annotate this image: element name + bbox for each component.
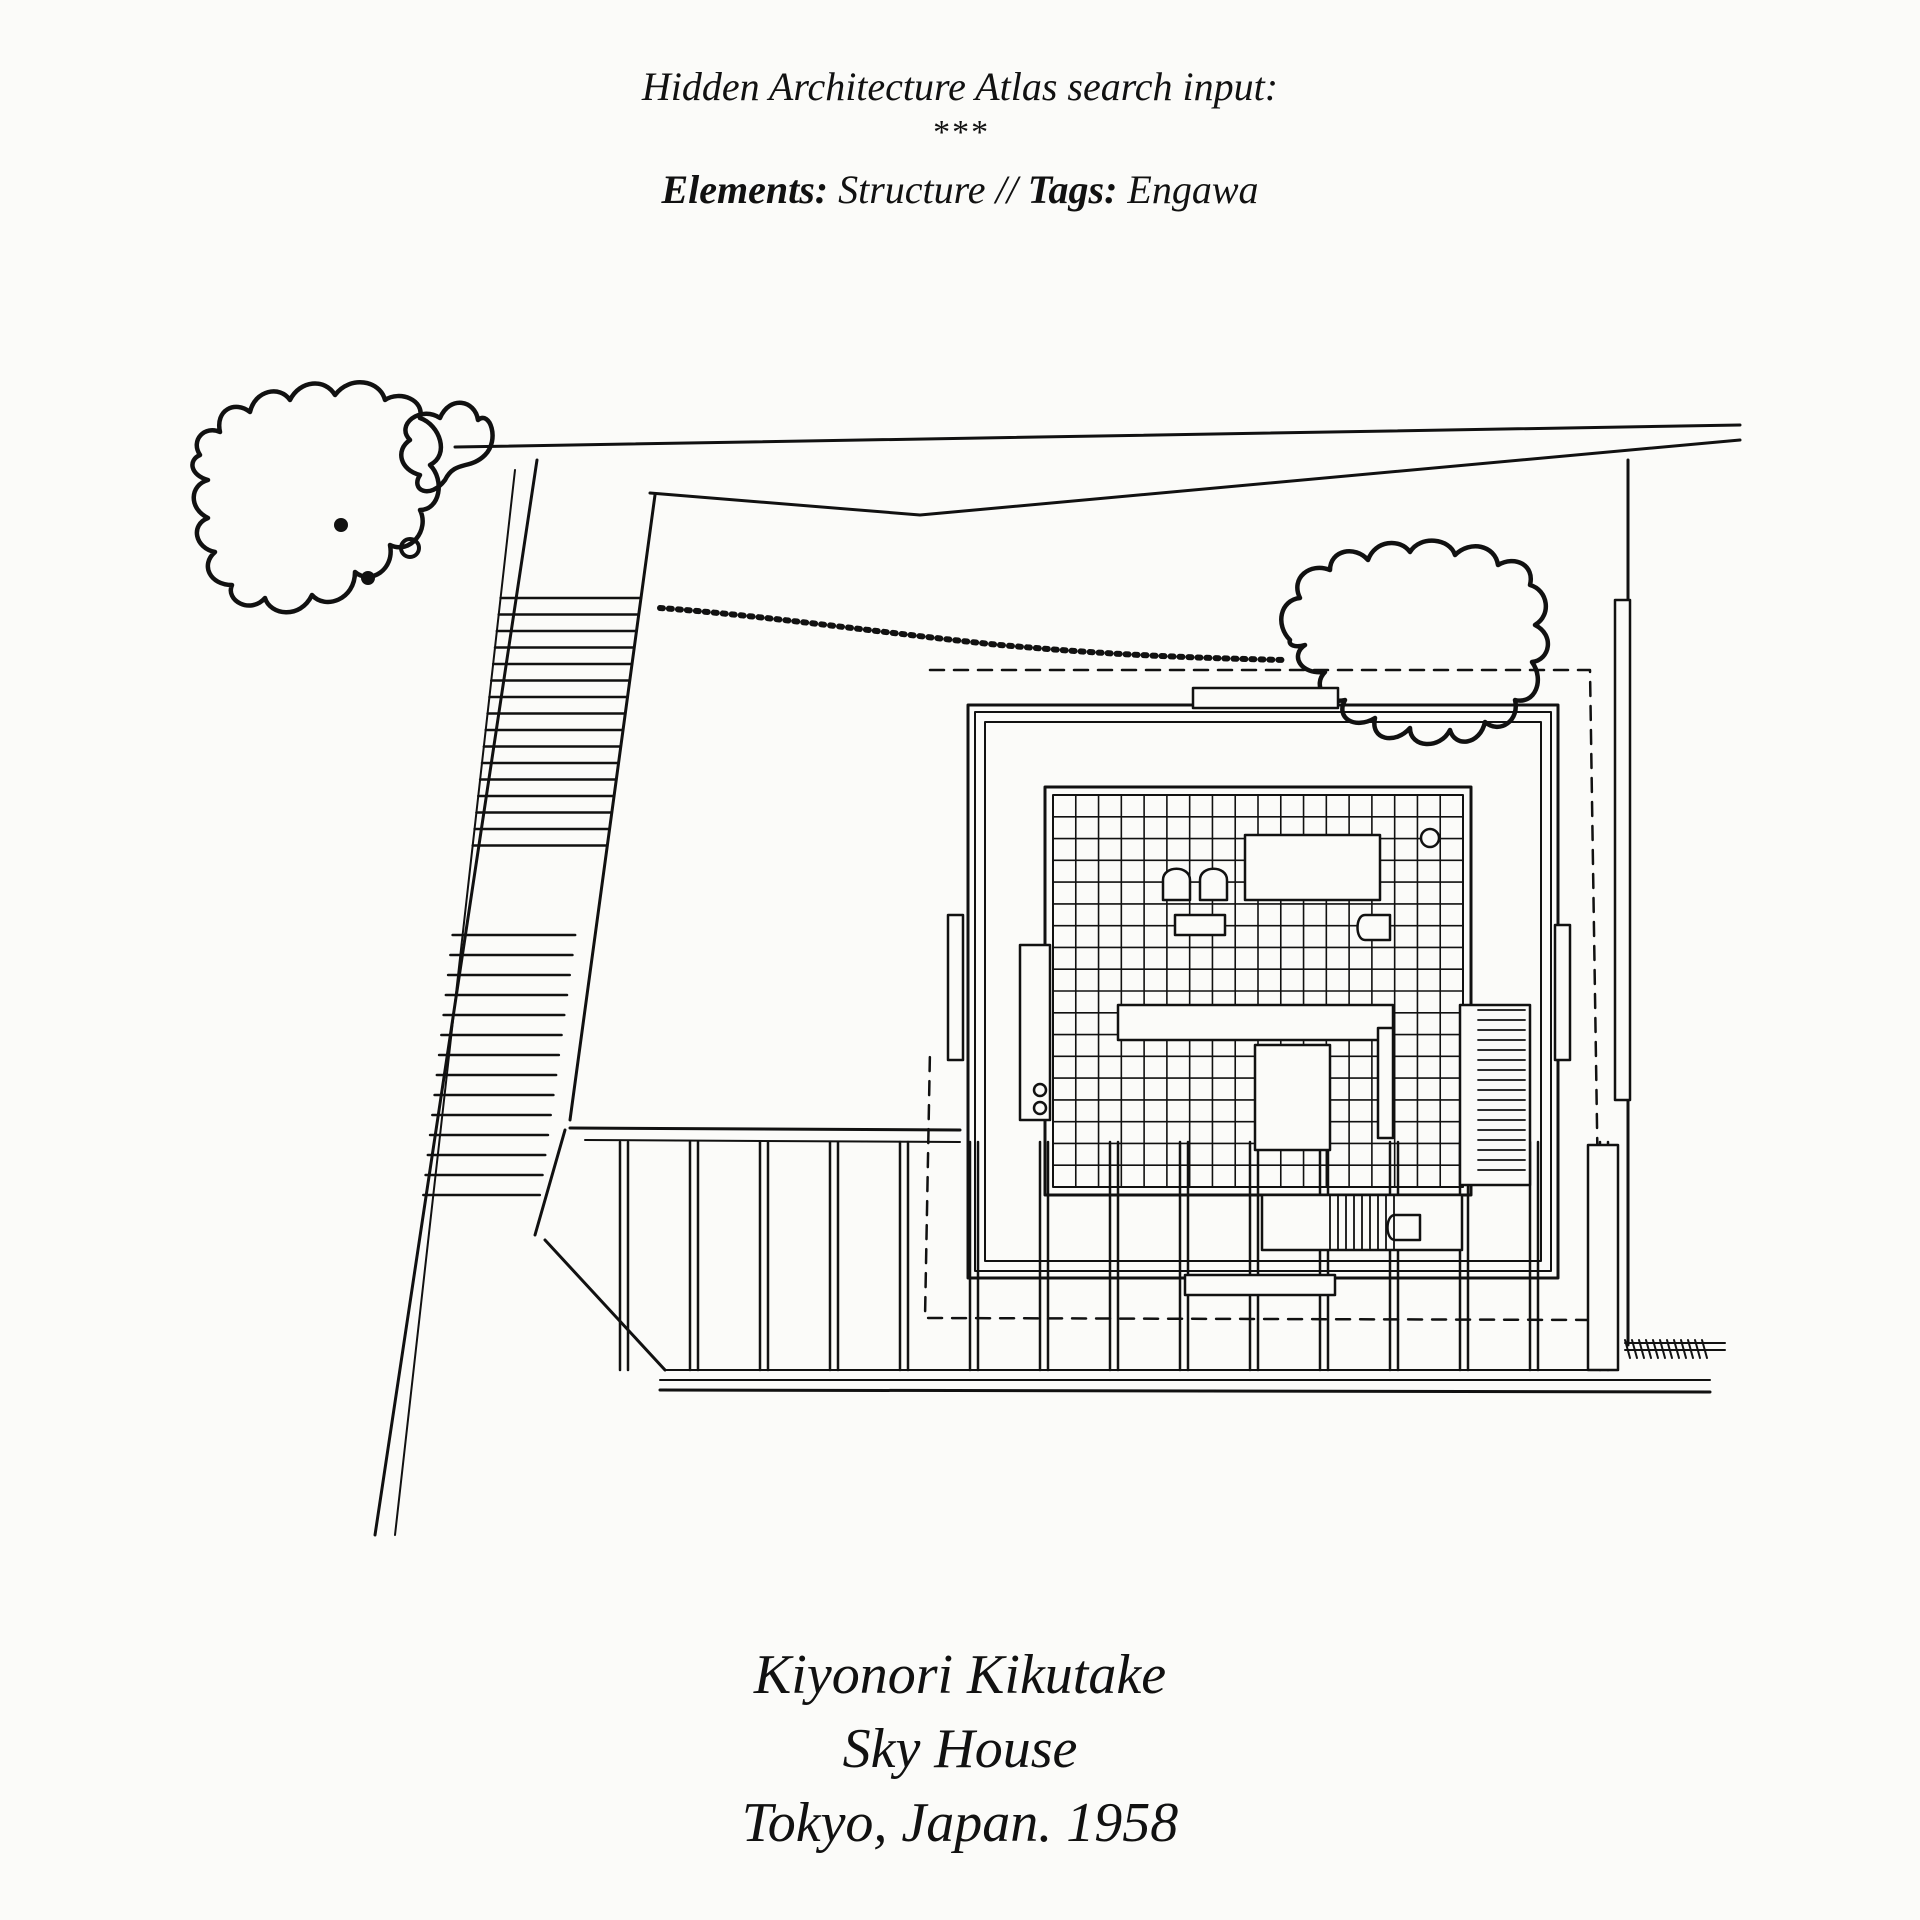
divider: // — [995, 166, 1018, 212]
tree-right — [1279, 538, 1551, 747]
tags-value: Engawa — [1127, 166, 1259, 212]
search-input-label: Hidden Architecture Atlas search input: — [641, 64, 1279, 109]
stair-lower — [422, 933, 577, 1197]
stair-upper — [471, 596, 643, 847]
location-year: Tokyo, Japan. 1958 — [741, 1792, 1179, 1854]
tree-left — [190, 380, 495, 615]
search-header: Hidden Architecture Atlas search input: … — [0, 62, 1920, 215]
building-name: Sky House — [842, 1718, 1078, 1780]
architect-name: Kiyonori Kikutake — [753, 1644, 1167, 1706]
separator: *** — [931, 114, 989, 151]
search-terms: Elements: Structure // Tags: Engawa — [0, 165, 1920, 215]
elements-label: Elements: — [661, 166, 829, 212]
terrace-piers — [618, 1140, 1610, 1372]
tags-label: Tags: — [1027, 166, 1118, 212]
caption: Kiyonori Kikutake Sky House Tokyo, Japan… — [0, 1638, 1920, 1860]
elements-value: Structure — [838, 166, 986, 212]
